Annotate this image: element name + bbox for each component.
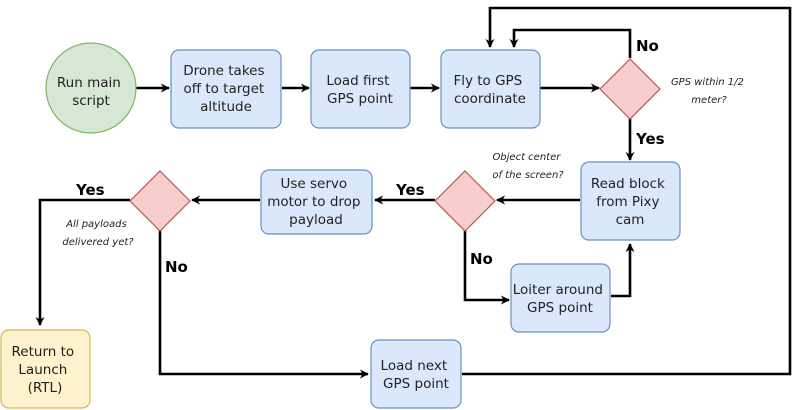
run-main-script-node [45, 42, 137, 134]
center-yes-label: Yes [395, 181, 425, 199]
gps-question-note: GPS within 1/2 meter? [671, 77, 747, 106]
payload-no-label: No [165, 258, 188, 276]
run-main-script-label: Run main script [57, 75, 125, 109]
drone-takeoff-label: Drone takes off to target altitude [183, 63, 269, 115]
return-to-launch-label: Return to Launch (RTL) [12, 344, 79, 396]
edge-gps-decision-no-loop [509, 28, 632, 58]
load-next-gps-label: Load next GPS point [381, 358, 452, 392]
edge-loiter-to-read-block [611, 243, 635, 298]
load-first-gps-node [310, 49, 411, 129]
edge-load-next-loop-to-fly [462, 6, 792, 376]
center-question-note: Object center of the screen? [492, 152, 564, 181]
fly-to-gps-node [440, 49, 541, 129]
return-to-launch-node [0, 329, 91, 409]
gps-within-decision [599, 58, 661, 120]
payload-question-note: All payloads delivered yet? [62, 219, 134, 248]
center-no-label: No [470, 250, 493, 268]
object-center-decision [434, 170, 496, 232]
load-first-gps-label: Load first GPS point [326, 73, 393, 107]
servo-drop-node [260, 169, 373, 235]
edge-payload-yes-to-rtl [35, 198, 130, 326]
read-pixy-block-node [580, 161, 681, 241]
loiter-node [510, 263, 611, 333]
servo-drop-label: Use servo motor to drop payload [267, 176, 365, 228]
payloads-delivered-decision [129, 170, 191, 232]
payload-yes-label: Yes [75, 181, 105, 199]
fly-to-gps-label: Fly to GPS coordinate [453, 73, 526, 107]
read-pixy-block-label: Read block from Pixy cam [591, 176, 669, 228]
edge-payload-no-to-load-next [158, 230, 369, 379]
gps-no-label: No [636, 37, 659, 55]
drone-takeoff-node [170, 49, 282, 129]
gps-yes-label: Yes [635, 130, 665, 148]
load-next-gps-node [370, 339, 462, 409]
loiter-label: Loiter around GPS point [513, 282, 608, 316]
edge-center-no-to-loiter [463, 230, 510, 305]
connectors [35, 6, 792, 379]
